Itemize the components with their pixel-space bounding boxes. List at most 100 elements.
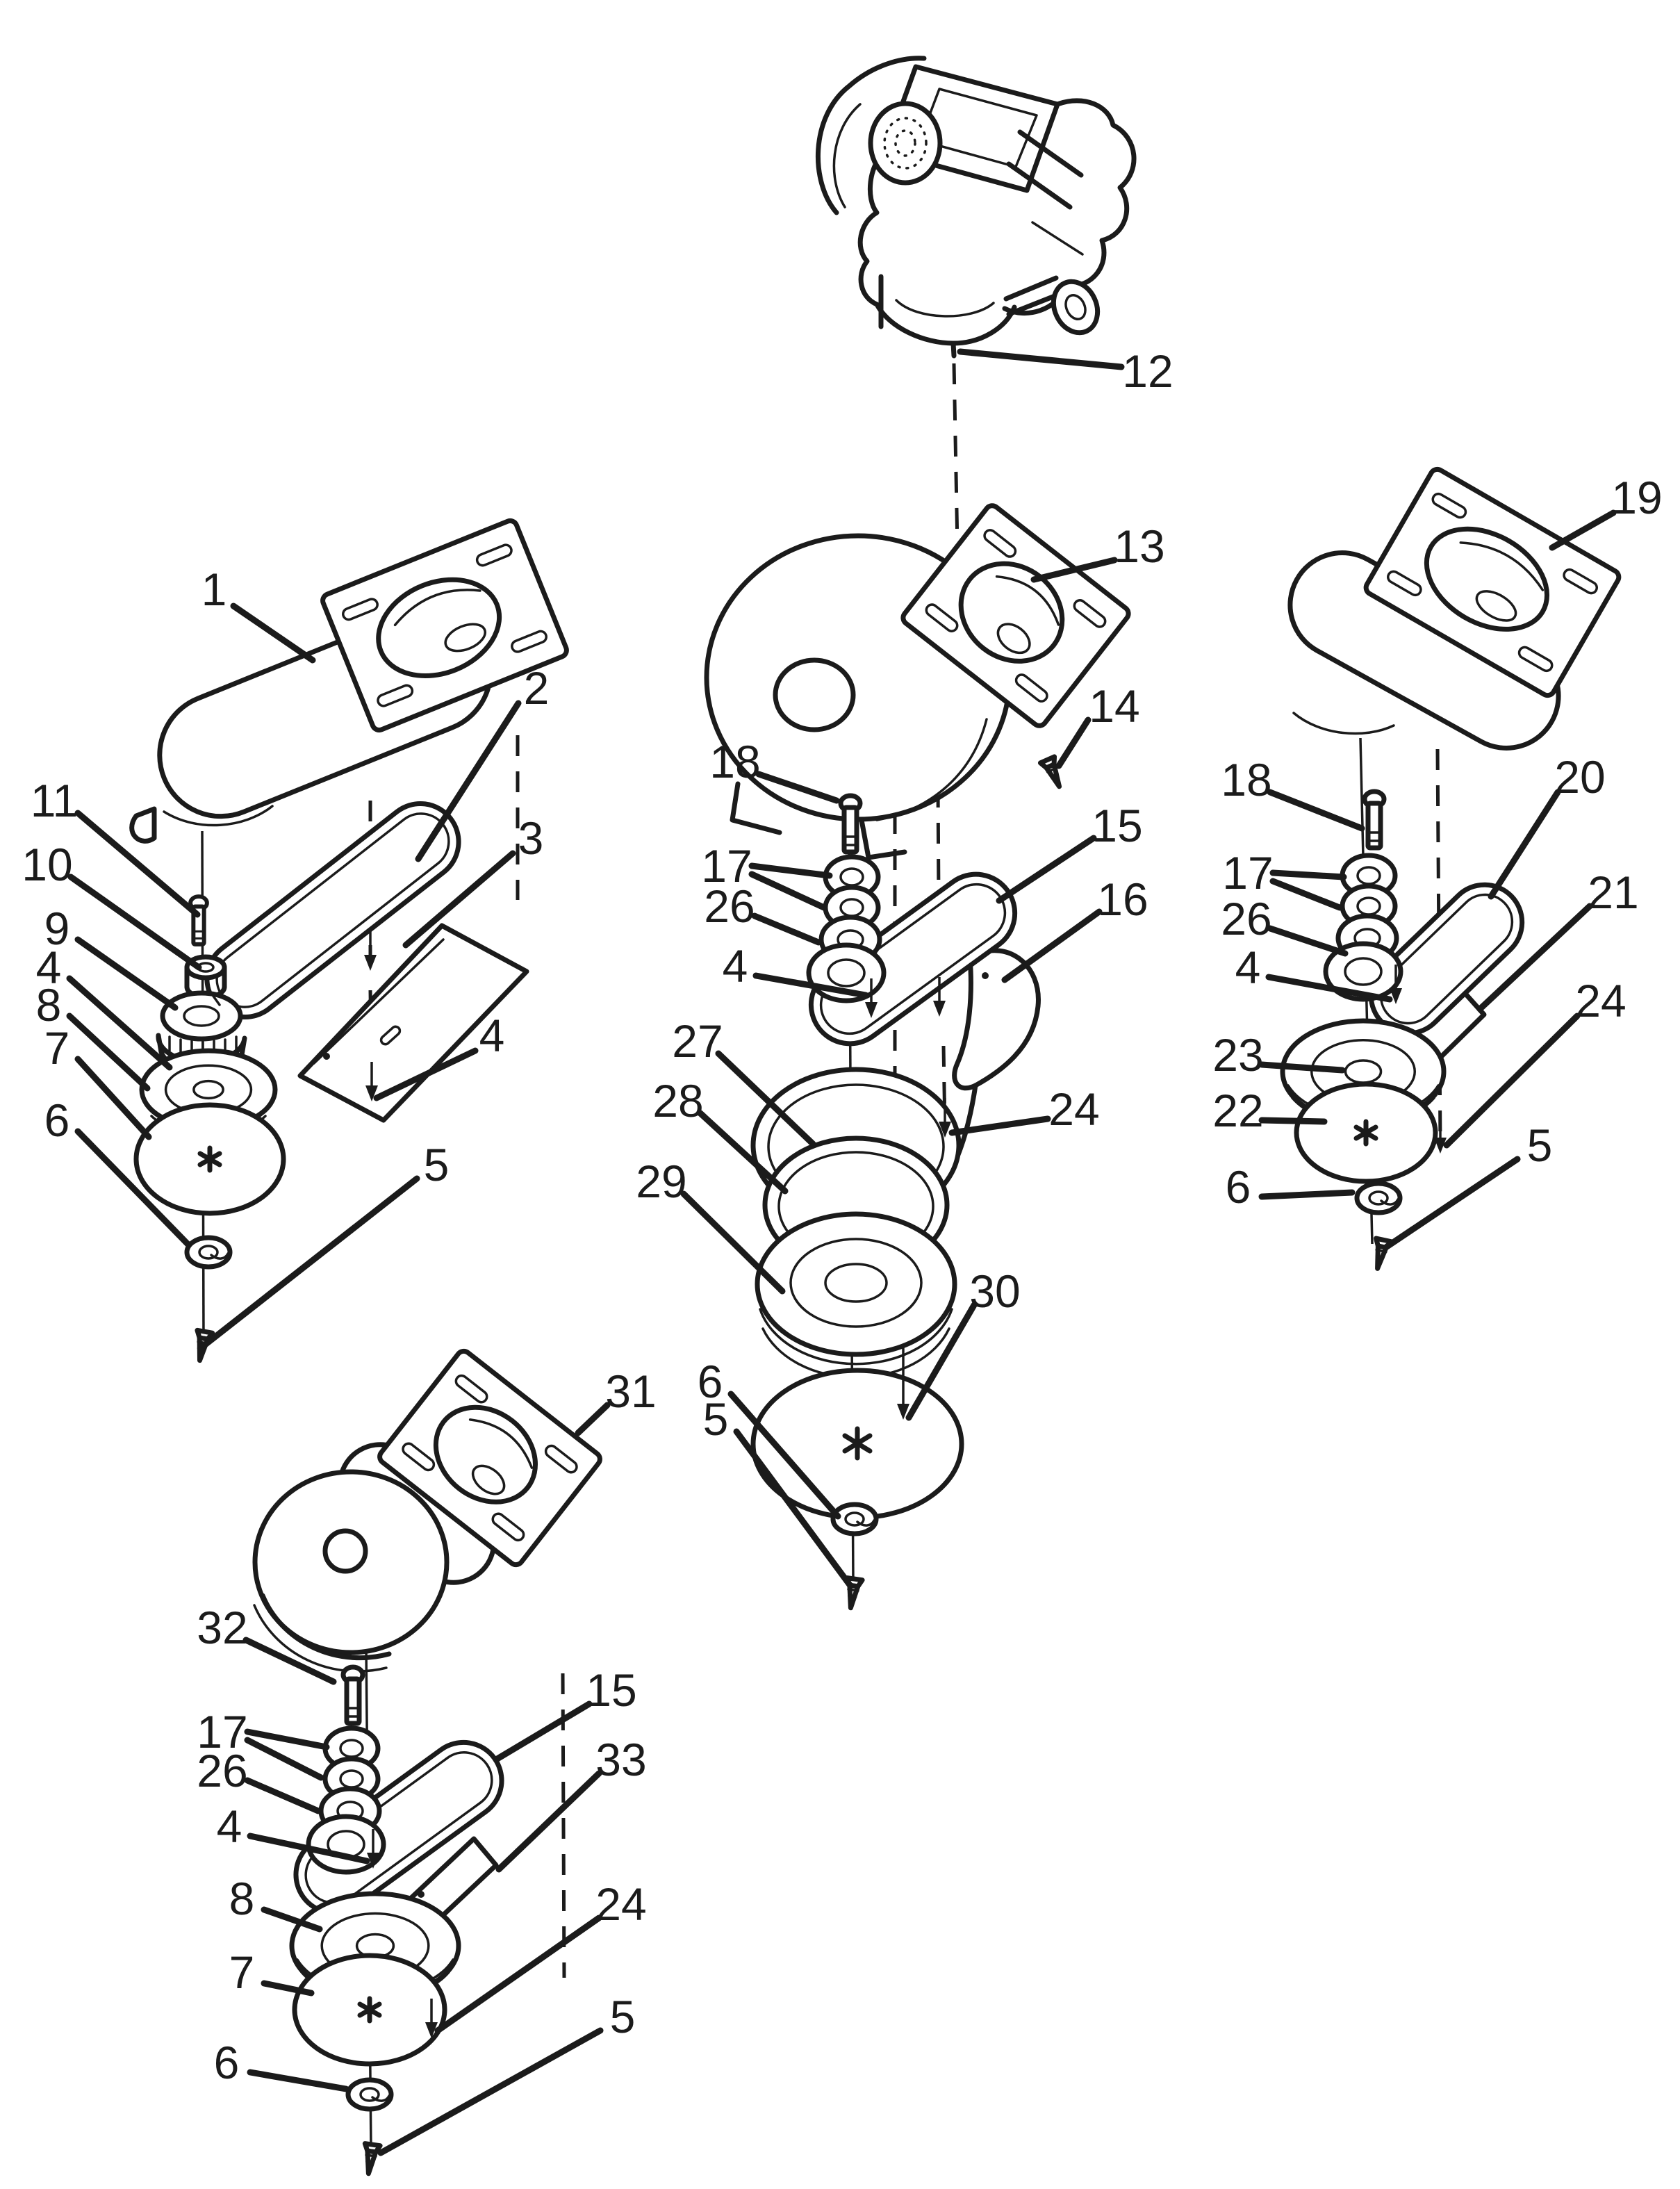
leader-line xyxy=(74,1128,191,1247)
bottom-left-spindle xyxy=(252,1348,602,2176)
leader-line xyxy=(905,1302,978,1421)
part-number-7: 7 xyxy=(229,1946,255,1998)
callout-6: 6 xyxy=(1226,1161,1356,1213)
part-number-26: 26 xyxy=(1221,893,1271,944)
shoulder-bolt xyxy=(340,1664,365,1726)
leader-line xyxy=(247,1833,370,1864)
part-number-4: 4 xyxy=(217,1801,242,1852)
housing-31 xyxy=(252,1469,450,1673)
axis-line xyxy=(561,1673,566,1978)
center-spindle xyxy=(704,503,1131,1611)
washer xyxy=(1354,1181,1403,1215)
part-number-32: 32 xyxy=(197,1602,247,1653)
callout-18: 18 xyxy=(1221,754,1365,832)
leader-line xyxy=(751,912,822,946)
washer-6 xyxy=(184,1235,233,1270)
alignment-pin xyxy=(1390,965,1402,1004)
leader-line xyxy=(1476,903,1593,1012)
callout-4: 4 xyxy=(373,1010,504,1101)
left-caster-arm xyxy=(129,518,569,1363)
callout-22: 22 xyxy=(1212,1085,1328,1136)
leader-line xyxy=(1258,1189,1356,1200)
leader-line xyxy=(261,1980,315,1997)
callout-32: 32 xyxy=(197,1602,337,1685)
callout-15: 15 xyxy=(493,1664,637,1763)
axis-line xyxy=(941,1045,947,1129)
part-number-7: 7 xyxy=(44,1022,70,1074)
callout-5: 5 xyxy=(703,1393,854,1589)
part-number-15: 15 xyxy=(586,1664,636,1716)
callout-26: 26 xyxy=(1221,893,1349,957)
leader-line xyxy=(66,975,173,1071)
callout-18: 18 xyxy=(709,736,840,804)
callout-9: 9 xyxy=(44,903,179,1011)
leader-line xyxy=(733,1428,854,1589)
leader-line xyxy=(957,348,1125,370)
part-number-4: 4 xyxy=(36,942,62,993)
screw xyxy=(1037,754,1062,789)
belt-15 xyxy=(808,871,1018,1047)
leader-line xyxy=(415,700,522,862)
leader-line xyxy=(1267,925,1349,957)
callout-6: 6 xyxy=(698,1356,841,1520)
leader-line xyxy=(74,810,201,918)
leader-line xyxy=(201,1175,420,1349)
spindle-cone-7 xyxy=(292,1953,447,2067)
callout-4: 4 xyxy=(723,940,869,999)
callout-33: 33 xyxy=(495,1734,647,1873)
mounting-plate xyxy=(377,1348,602,1568)
callout-24: 24 xyxy=(948,1083,1100,1136)
leader-line xyxy=(1265,974,1393,1003)
plate-slot xyxy=(491,1512,525,1542)
leader-line xyxy=(493,1700,593,1763)
washer-6 xyxy=(830,1502,879,1536)
plate-slot xyxy=(1014,673,1048,703)
alignment-pin xyxy=(865,978,878,1018)
ring-9 xyxy=(160,990,243,1042)
callout-4: 4 xyxy=(217,1801,370,1864)
mounting-plate xyxy=(1363,466,1622,698)
mounting-plate-19 xyxy=(1363,466,1622,698)
callout-12: 12 xyxy=(957,345,1173,397)
callout-10: 10 xyxy=(22,839,202,971)
leader-line xyxy=(377,2027,604,2156)
part-number-1: 1 xyxy=(201,564,227,615)
bolt-18 xyxy=(1362,789,1387,851)
part-number-15: 15 xyxy=(1092,800,1142,851)
part-number-29: 29 xyxy=(636,1156,686,1207)
part-number-20: 20 xyxy=(1554,751,1605,803)
part-number-27: 27 xyxy=(672,1015,723,1067)
callout-5: 5 xyxy=(201,1139,449,1349)
shoulder-bolt xyxy=(1362,789,1387,851)
alignment-pin xyxy=(933,977,946,1017)
leader-line xyxy=(74,936,179,1011)
leader-line xyxy=(244,1728,330,1751)
v-belt xyxy=(808,871,1018,1047)
spline-mark xyxy=(197,1145,222,1173)
alignment-pins xyxy=(364,931,1447,2038)
screw-5 xyxy=(362,2141,383,2176)
leader-line xyxy=(1055,716,1092,769)
washer xyxy=(184,1235,233,1270)
part-number-12: 12 xyxy=(1122,345,1173,397)
callout-4: 4 xyxy=(36,942,173,1071)
part-number-6: 6 xyxy=(698,1356,723,1407)
callout-29: 29 xyxy=(636,1156,786,1295)
leader-line xyxy=(715,1050,816,1147)
leader-line xyxy=(261,1906,323,1933)
plate-slot xyxy=(1431,492,1467,519)
plate-slot xyxy=(1073,599,1107,628)
leader-line xyxy=(680,1190,786,1295)
callout-19: 19 xyxy=(1549,472,1663,551)
part-number-24: 24 xyxy=(595,1878,646,1930)
spindle-cone-7 xyxy=(133,1102,286,1216)
bolt-32 xyxy=(340,1664,365,1726)
leader-line xyxy=(1488,789,1561,900)
leader-line xyxy=(748,862,833,879)
part-number-19: 19 xyxy=(1611,472,1662,523)
callout-31: 31 xyxy=(575,1366,657,1436)
washer xyxy=(830,1502,879,1536)
leader-line xyxy=(373,1047,479,1101)
right-spindle xyxy=(1280,466,1622,1271)
